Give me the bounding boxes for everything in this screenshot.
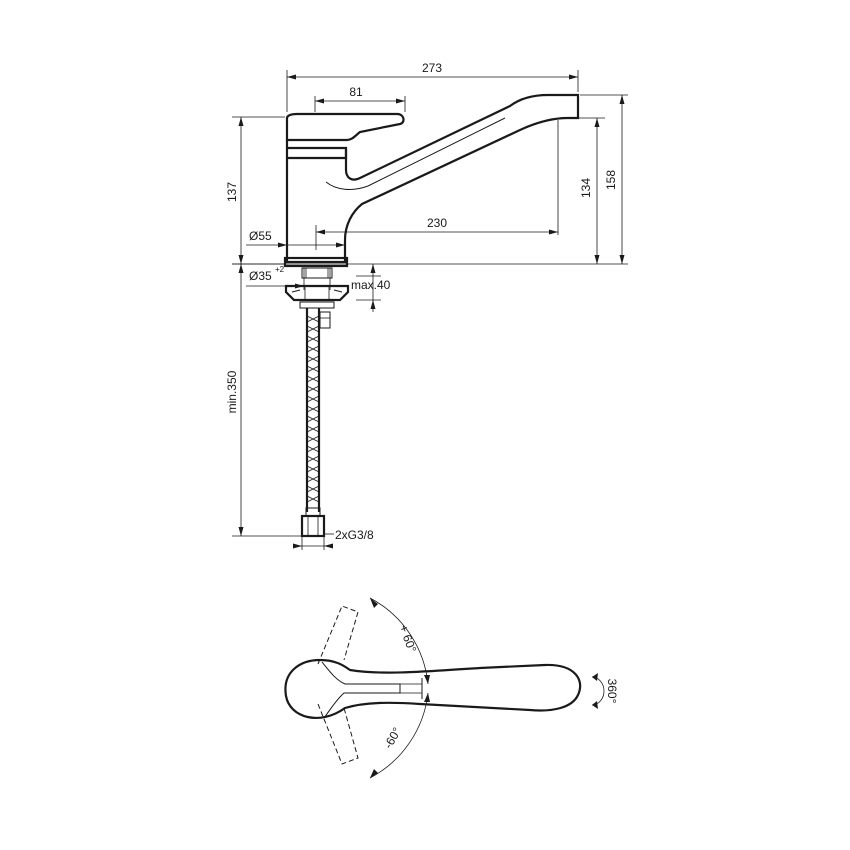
label-hose-length: min.350 xyxy=(225,370,239,413)
label-lever-length: 81 xyxy=(349,85,363,99)
faucet-top-outline xyxy=(284,658,582,719)
label-lever-minus60: -60° xyxy=(381,725,404,751)
mounting-stud xyxy=(319,311,331,329)
body-collar xyxy=(287,146,348,160)
arc-plus60 xyxy=(369,597,429,685)
lever-ghost-minus60 xyxy=(317,703,359,765)
label-height-137: 137 xyxy=(225,182,239,202)
label-hole-diameter: Ø35 xyxy=(249,269,272,283)
base-ring xyxy=(283,256,349,268)
mounting-washer xyxy=(299,301,335,309)
mounting-nut xyxy=(301,267,333,279)
label-base-diameter: Ø55 xyxy=(249,229,272,243)
lever-top-outline xyxy=(321,661,401,719)
dimension-lines xyxy=(232,70,628,550)
lever-handle xyxy=(285,112,405,142)
faucet-side-view xyxy=(283,93,580,268)
label-hole-tolerance: +2 xyxy=(275,265,285,274)
spout-highlight xyxy=(325,117,506,190)
label-connection: 2xG3/8 xyxy=(335,528,374,542)
faucet-body xyxy=(285,93,580,264)
arc-minus60 xyxy=(369,692,429,779)
label-lever-plus60: + 60° xyxy=(396,623,419,655)
mounting-bracket xyxy=(284,284,350,302)
label-spout-reach: 230 xyxy=(427,216,447,230)
faucet-top-view xyxy=(284,605,582,765)
label-overall-length: 273 xyxy=(422,61,442,75)
label-spout-swivel: 360° xyxy=(605,679,619,704)
label-max-thickness: max.40 xyxy=(351,278,391,292)
mounting-assembly xyxy=(284,267,350,329)
label-height-134: 134 xyxy=(579,178,593,198)
label-height-158: 158 xyxy=(604,170,618,190)
arc-swivel xyxy=(591,676,605,706)
hose-connector-nut xyxy=(300,514,326,538)
supply-hose xyxy=(300,308,326,538)
rotation-arcs xyxy=(369,597,605,779)
lever-ghost-plus60 xyxy=(317,605,359,665)
